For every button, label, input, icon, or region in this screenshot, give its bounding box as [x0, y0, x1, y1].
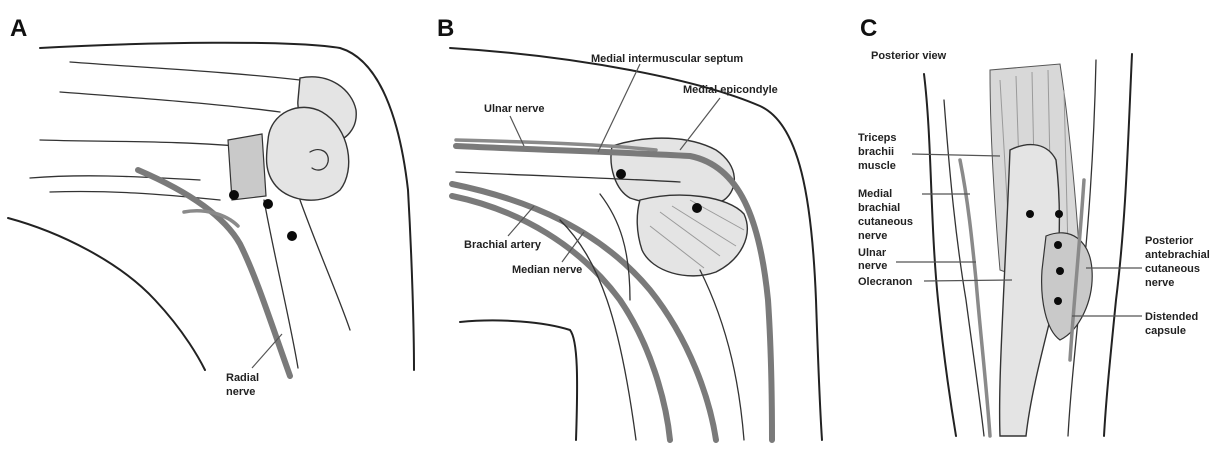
panel-c-ulnar-label-1: Ulnar — [858, 247, 887, 259]
panel-c-triceps-leader — [912, 154, 1000, 156]
panel-c-pacn-label-1: Posterior — [1145, 235, 1194, 247]
panel-b-portal-dot — [616, 169, 626, 179]
panel-c-right-outline — [1104, 54, 1132, 436]
panel-b: B Medial intermuscular septum Medial epi… — [437, 15, 822, 440]
panel-c-capsule-label-1: Distended — [1145, 311, 1198, 323]
panel-c-mbcn-label-2: brachial — [858, 202, 900, 214]
panel-a-humerus-line-4 — [30, 176, 200, 180]
panel-c-inner-left — [944, 100, 984, 436]
panel-c-pacn-label-3: cutaneous — [1145, 263, 1200, 275]
panel-a-forearm-line-2 — [300, 200, 350, 330]
panel-c-distended-capsule — [1042, 233, 1093, 340]
panel-a-humerus-line-3 — [40, 140, 260, 148]
panel-b-median-label: Median nerve — [512, 264, 582, 276]
panel-c-mbcn-label-4: nerve — [858, 230, 887, 242]
panel-a-portal-dot — [287, 231, 297, 241]
panel-c-portal-dot — [1056, 267, 1064, 275]
panel-a-humerus-line-1 — [70, 62, 300, 80]
panel-b-portal-dot — [692, 203, 702, 213]
panel-c-triceps-label-1: Triceps — [858, 132, 897, 144]
panel-b-septum-leader — [598, 64, 640, 152]
panel-a-radial-nerve-label-2: nerve — [226, 386, 255, 398]
panel-a-humerus-line-2 — [60, 92, 280, 112]
panel-b-muscle-line-2 — [700, 270, 744, 440]
panel-a-letter: A — [10, 15, 27, 42]
panel-b-artery-label: Brachial artery — [464, 239, 542, 251]
panel-c-left-outline — [924, 74, 956, 436]
panel-c-olecranon-label: Olecranon — [858, 276, 913, 288]
panel-a: A Radial nerve — [8, 15, 414, 398]
panel-a-portal-dot — [263, 199, 273, 209]
panel-b-letter: B — [437, 15, 454, 42]
panel-b-epicondyle-label: Medial epicondyle — [683, 84, 778, 96]
panel-c-view-label: Posterior view — [871, 50, 947, 62]
panel-a-arm-lower-outline — [8, 218, 205, 370]
panel-c-pacn-label-4: nerve — [1145, 277, 1174, 289]
panel-a-radial-nerve-leader — [252, 334, 282, 368]
panel-c-portal-dot — [1026, 210, 1034, 218]
panel-b-epicondyle-leader — [680, 98, 720, 150]
panel-c-pacn-label-2: antebrachial — [1145, 249, 1210, 261]
panel-c-ulnar-nerve — [960, 160, 990, 436]
panel-c-letter: C — [860, 15, 877, 42]
panel-b-forearm-outline — [460, 320, 577, 440]
panel-c-mbcn-label-1: Medial — [858, 188, 892, 200]
panel-c-portal-dot — [1054, 241, 1062, 249]
panel-c-capsule-label-2: capsule — [1145, 325, 1186, 337]
panel-c-triceps-label-3: muscle — [858, 160, 896, 172]
panel-c-mbcn-label-3: cutaneous — [858, 216, 913, 228]
panel-c-portal-dot — [1054, 297, 1062, 305]
panel-c: C Posterior view Triceps brachii muscle … — [858, 15, 1210, 436]
panel-c-portal-dot — [1055, 210, 1063, 218]
panel-a-portal-dot — [229, 190, 239, 200]
panel-a-radial-nerve-branch — [184, 211, 238, 226]
panel-c-ulnar-label-2: nerve — [858, 260, 887, 272]
panel-b-septum-label: Medial intermuscular septum — [591, 53, 743, 65]
panel-b-ulnar-label: Ulnar nerve — [484, 103, 545, 115]
panel-c-triceps-label-2: brachii — [858, 146, 894, 158]
panel-a-arm-outline — [40, 43, 414, 370]
panel-a-radial-nerve-label-1: Radial — [226, 372, 259, 384]
